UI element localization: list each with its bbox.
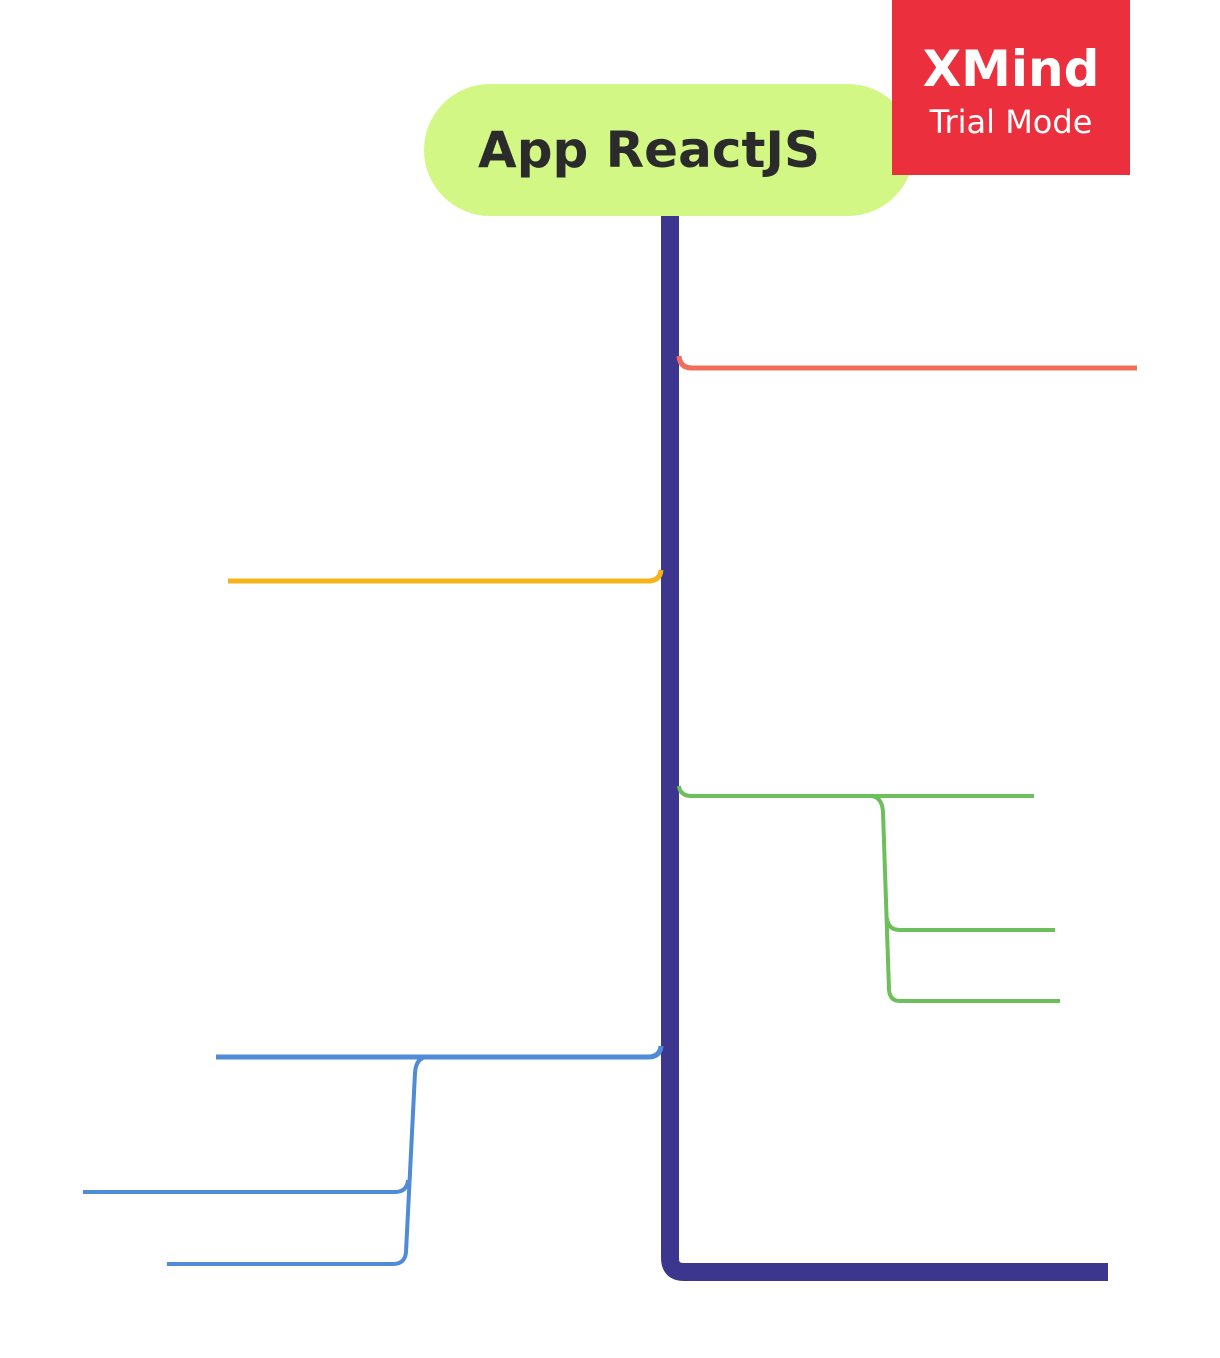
trial-watermark: XMind Trial Mode (892, 0, 1130, 175)
central-topic[interactable]: App ReactJS (424, 84, 914, 216)
trunk-connector (661, 210, 1108, 1281)
watermark-mode: Trial Mode (929, 102, 1093, 141)
watermark-brand: XMind (922, 39, 1100, 98)
central-topic-label: App ReactJS (478, 121, 820, 179)
branch-red (676, 355, 1137, 371)
branch-green-subconnector (869, 794, 1060, 1003)
branch-green (677, 785, 1034, 798)
branch-orange (228, 569, 664, 584)
branch-blue-child-1 (83, 1179, 410, 1194)
branch-blue-subconnector (167, 1055, 429, 1266)
branch-green-child-1 (885, 917, 1055, 932)
branch-blue (216, 1045, 664, 1060)
